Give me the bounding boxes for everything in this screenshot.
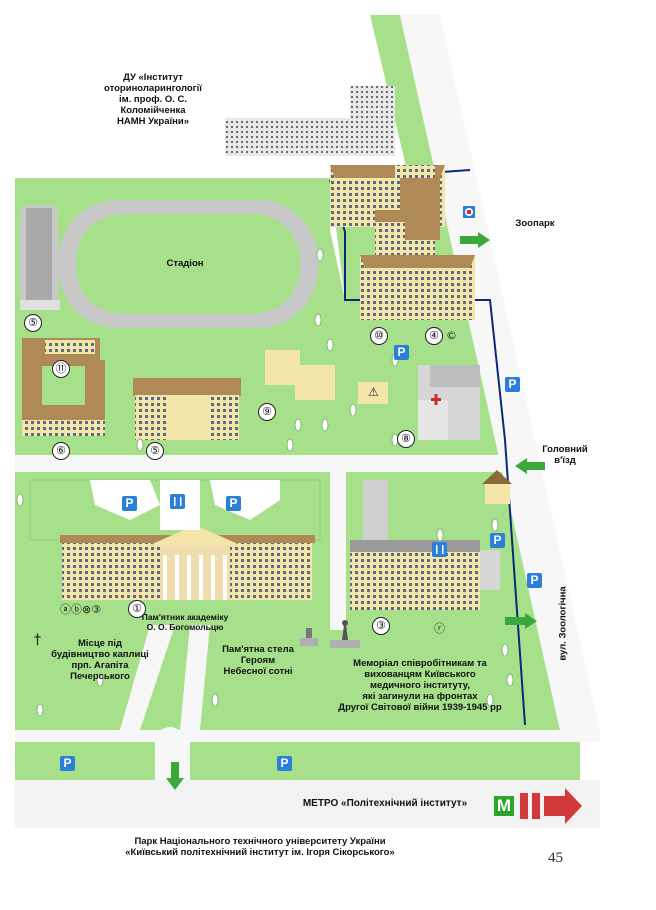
restaurant-icon-2 <box>432 542 447 557</box>
street-label: вул. Зоологічна <box>557 586 569 661</box>
red-cross-icon <box>431 394 441 405</box>
building-number-10: ⑩ <box>370 327 388 345</box>
zoo-label: Зоопарк <box>515 218 555 229</box>
building-5-main <box>133 378 241 440</box>
street-direction-arrow <box>505 613 537 629</box>
institute-building <box>225 86 395 156</box>
building-3 <box>350 480 500 610</box>
trees <box>16 248 514 717</box>
entrance-direction-arrow <box>515 458 545 474</box>
institute-label: ДУ «Інститут оториноларингології ім. про… <box>104 72 202 127</box>
hospital-complex <box>330 165 475 320</box>
building-number-8: ⑧ <box>397 430 415 448</box>
restaurant-icon <box>170 494 185 509</box>
parking-icon: P <box>122 496 137 511</box>
building-number-5-hangar: ⑤ <box>24 314 42 332</box>
main-entrance-label: Головний в'їзд <box>542 444 588 466</box>
cross-icon: † <box>34 632 41 648</box>
parking-icon: P <box>490 533 505 548</box>
building-3-services: ⓡ <box>434 622 445 635</box>
building-8 <box>418 365 480 440</box>
building-1-services: ⓐⓑ⊗③ <box>60 603 102 616</box>
heroes-stele <box>300 628 318 646</box>
parking-icon: P <box>527 573 542 588</box>
park-label: Парк Національного технічного університе… <box>125 836 395 858</box>
metro-red-arrow <box>520 788 582 824</box>
page-number: 45 <box>548 850 563 866</box>
memorial-monument <box>330 620 360 648</box>
building-5-hangar <box>20 205 60 310</box>
building-number-6: ⑥ <box>52 442 70 460</box>
building-number-11: ⑪ <box>52 360 70 378</box>
building-number-5: ⑤ <box>146 442 164 460</box>
building-4-services: © <box>446 329 457 342</box>
warning-icon: ⚠ <box>368 385 379 399</box>
building-number-3: ③ <box>372 617 390 635</box>
parking-icon: P <box>277 756 292 771</box>
metro-icon: M <box>494 796 514 816</box>
zoo-direction-arrow <box>460 232 490 248</box>
main-building-1 <box>29 479 321 600</box>
parking-icon: P <box>226 496 241 511</box>
parking-icon: P <box>505 377 520 392</box>
memorial-label: Меморіал співробітникам та вихованцям Ки… <box>338 658 502 713</box>
gatehouse <box>482 470 512 504</box>
parking-icon: P <box>60 756 75 771</box>
chapel-label: Місце під будівництво каплиці прп. Агапі… <box>51 638 149 682</box>
building-number-4: ④ <box>425 327 443 345</box>
building-number-1: ① <box>128 600 146 618</box>
stadium-label: Стадіон <box>166 258 204 269</box>
metro-direction-arrow-down <box>166 762 184 790</box>
building-number-9: ⑨ <box>258 403 276 421</box>
emergency-icon <box>463 206 475 218</box>
building-9 <box>265 350 388 404</box>
parking-icon: P <box>394 345 409 360</box>
heroes-stele-label: Пам'ятна стела Героям Небесної сотні <box>222 644 294 677</box>
metro-label: МЕТРО «Політехнічний інститут» <box>302 798 468 809</box>
stadium <box>58 200 318 328</box>
bogomolets-label: Пам'ятник академіку О. О. Богомольцю <box>141 612 229 632</box>
boulevard-road <box>400 15 600 730</box>
